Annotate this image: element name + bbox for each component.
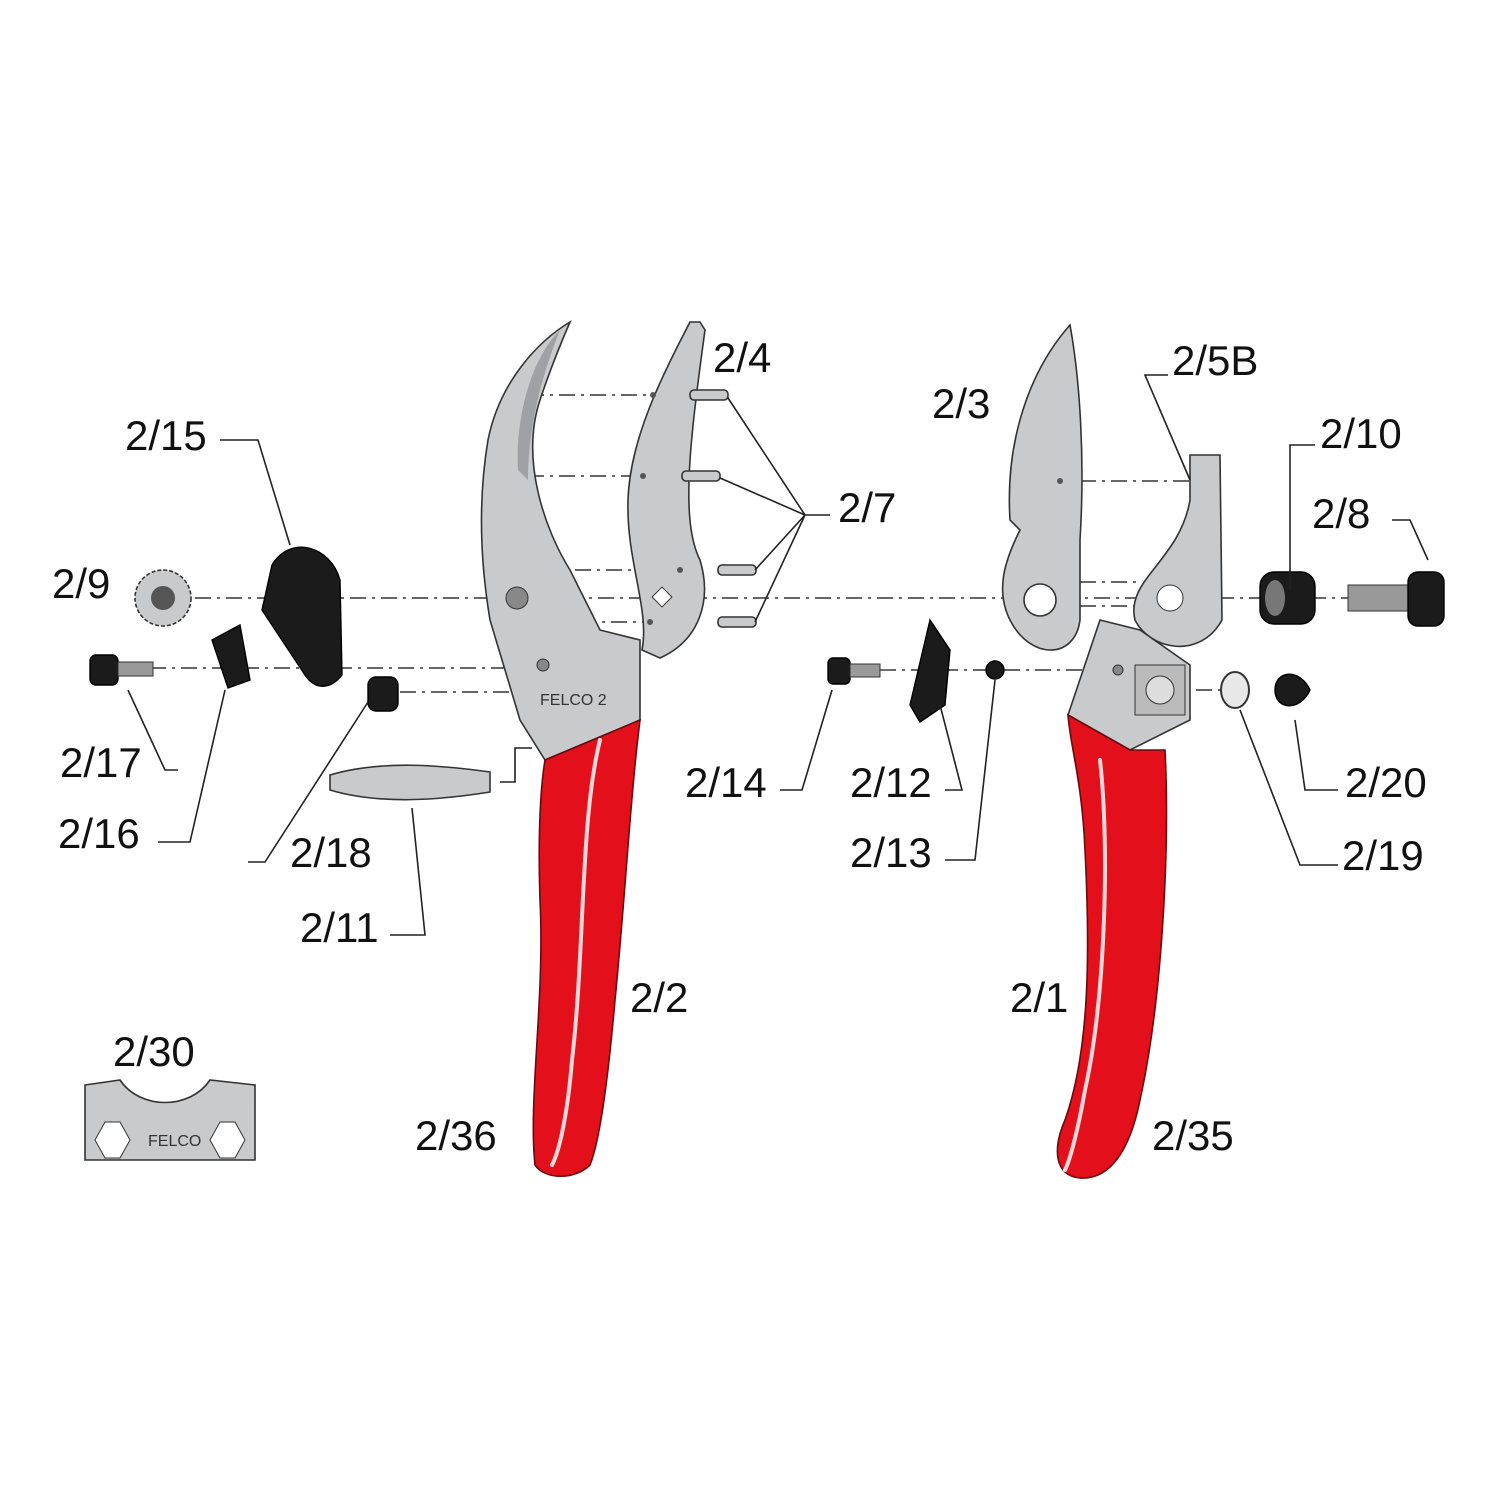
label-2-18: 2/18 [290, 829, 372, 876]
label-2-3: 2/3 [932, 380, 990, 427]
wrench-2-30: FELCO [84, 1079, 256, 1161]
part-2-18-nut [367, 676, 399, 712]
part-2-20-cap [1274, 673, 1311, 707]
label-2-30: 2/30 [113, 1028, 195, 1075]
part-2-14-bolt [827, 657, 881, 685]
label-2-8: 2/8 [1312, 490, 1370, 537]
part-2-8-bolt [1347, 571, 1445, 627]
label-2-35: 2/35 [1152, 1112, 1234, 1159]
label-2-7: 2/7 [838, 484, 896, 531]
rivets-2-7 [681, 389, 757, 628]
part-2-16-lock [211, 623, 251, 689]
label-2-4: 2/4 [713, 334, 771, 381]
part-2-9-nut [134, 569, 192, 627]
part-2-12-latch [909, 618, 951, 723]
label-2-2: 2/2 [630, 974, 688, 1021]
blade-holder-2-5b [1132, 454, 1223, 648]
label-2-36: 2/36 [415, 1112, 497, 1159]
part-2-11-spring [329, 747, 532, 801]
label-2-13: 2/13 [850, 829, 932, 876]
anvil-blade-2-4 [627, 321, 706, 659]
left-handle-2-2: FELCO 2 [480, 320, 641, 1177]
label-2-16: 2/16 [58, 810, 140, 857]
label-2-19: 2/19 [1342, 832, 1424, 879]
label-2-15: 2/15 [125, 412, 207, 459]
part-2-15-plate [261, 546, 343, 687]
label-2-10: 2/10 [1320, 410, 1402, 457]
label-2-1: 2/1 [1010, 974, 1068, 1021]
part-labels: 2/4 2/5B 2/3 2/15 2/10 2/7 2/8 2/9 2/17 … [52, 334, 1427, 1159]
label-2-5b: 2/5B [1172, 337, 1258, 384]
cutting-blade-2-3 [1001, 323, 1083, 651]
label-2-17: 2/17 [60, 739, 142, 786]
wrench-logo: FELCO [148, 1133, 201, 1150]
label-2-14: 2/14 [685, 759, 767, 806]
label-2-9: 2/9 [52, 560, 110, 607]
label-2-11: 2/11 [300, 904, 379, 951]
right-handle-2-1 [1056, 619, 1191, 1179]
part-2-17-bolt [89, 654, 154, 686]
part-2-19-ring [1220, 671, 1250, 709]
leader-lines [127, 374, 1429, 936]
label-2-20: 2/20 [1345, 759, 1427, 806]
handle-logo: FELCO 2 [540, 692, 607, 709]
label-2-12: 2/12 [850, 759, 932, 806]
part-2-10-bushing [1259, 571, 1316, 625]
part-2-13-washer [985, 660, 1005, 680]
